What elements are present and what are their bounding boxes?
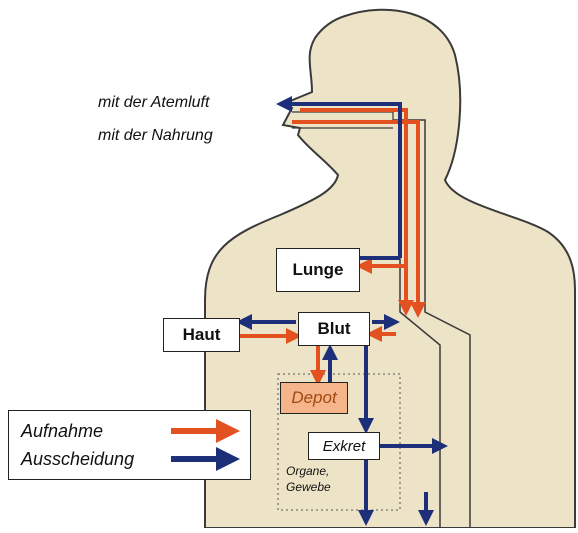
route-food-label: mit der Nahrung	[98, 127, 213, 145]
tissue-label-2: Gewebe	[286, 480, 331, 494]
depot-box: Depot	[280, 382, 348, 414]
legend: Aufnahme Ausscheidung	[8, 410, 251, 480]
blood-box: Blut	[298, 312, 370, 346]
lung-box: Lunge	[276, 248, 360, 292]
skin-box: Haut	[163, 318, 240, 352]
exkret-box: Exkret	[308, 432, 380, 460]
tissue-label-1: Organe,	[286, 464, 329, 478]
route-breath-label: mit der Atemluft	[98, 94, 209, 112]
body-silhouette	[205, 10, 575, 528]
legend-swatches	[9, 411, 252, 481]
